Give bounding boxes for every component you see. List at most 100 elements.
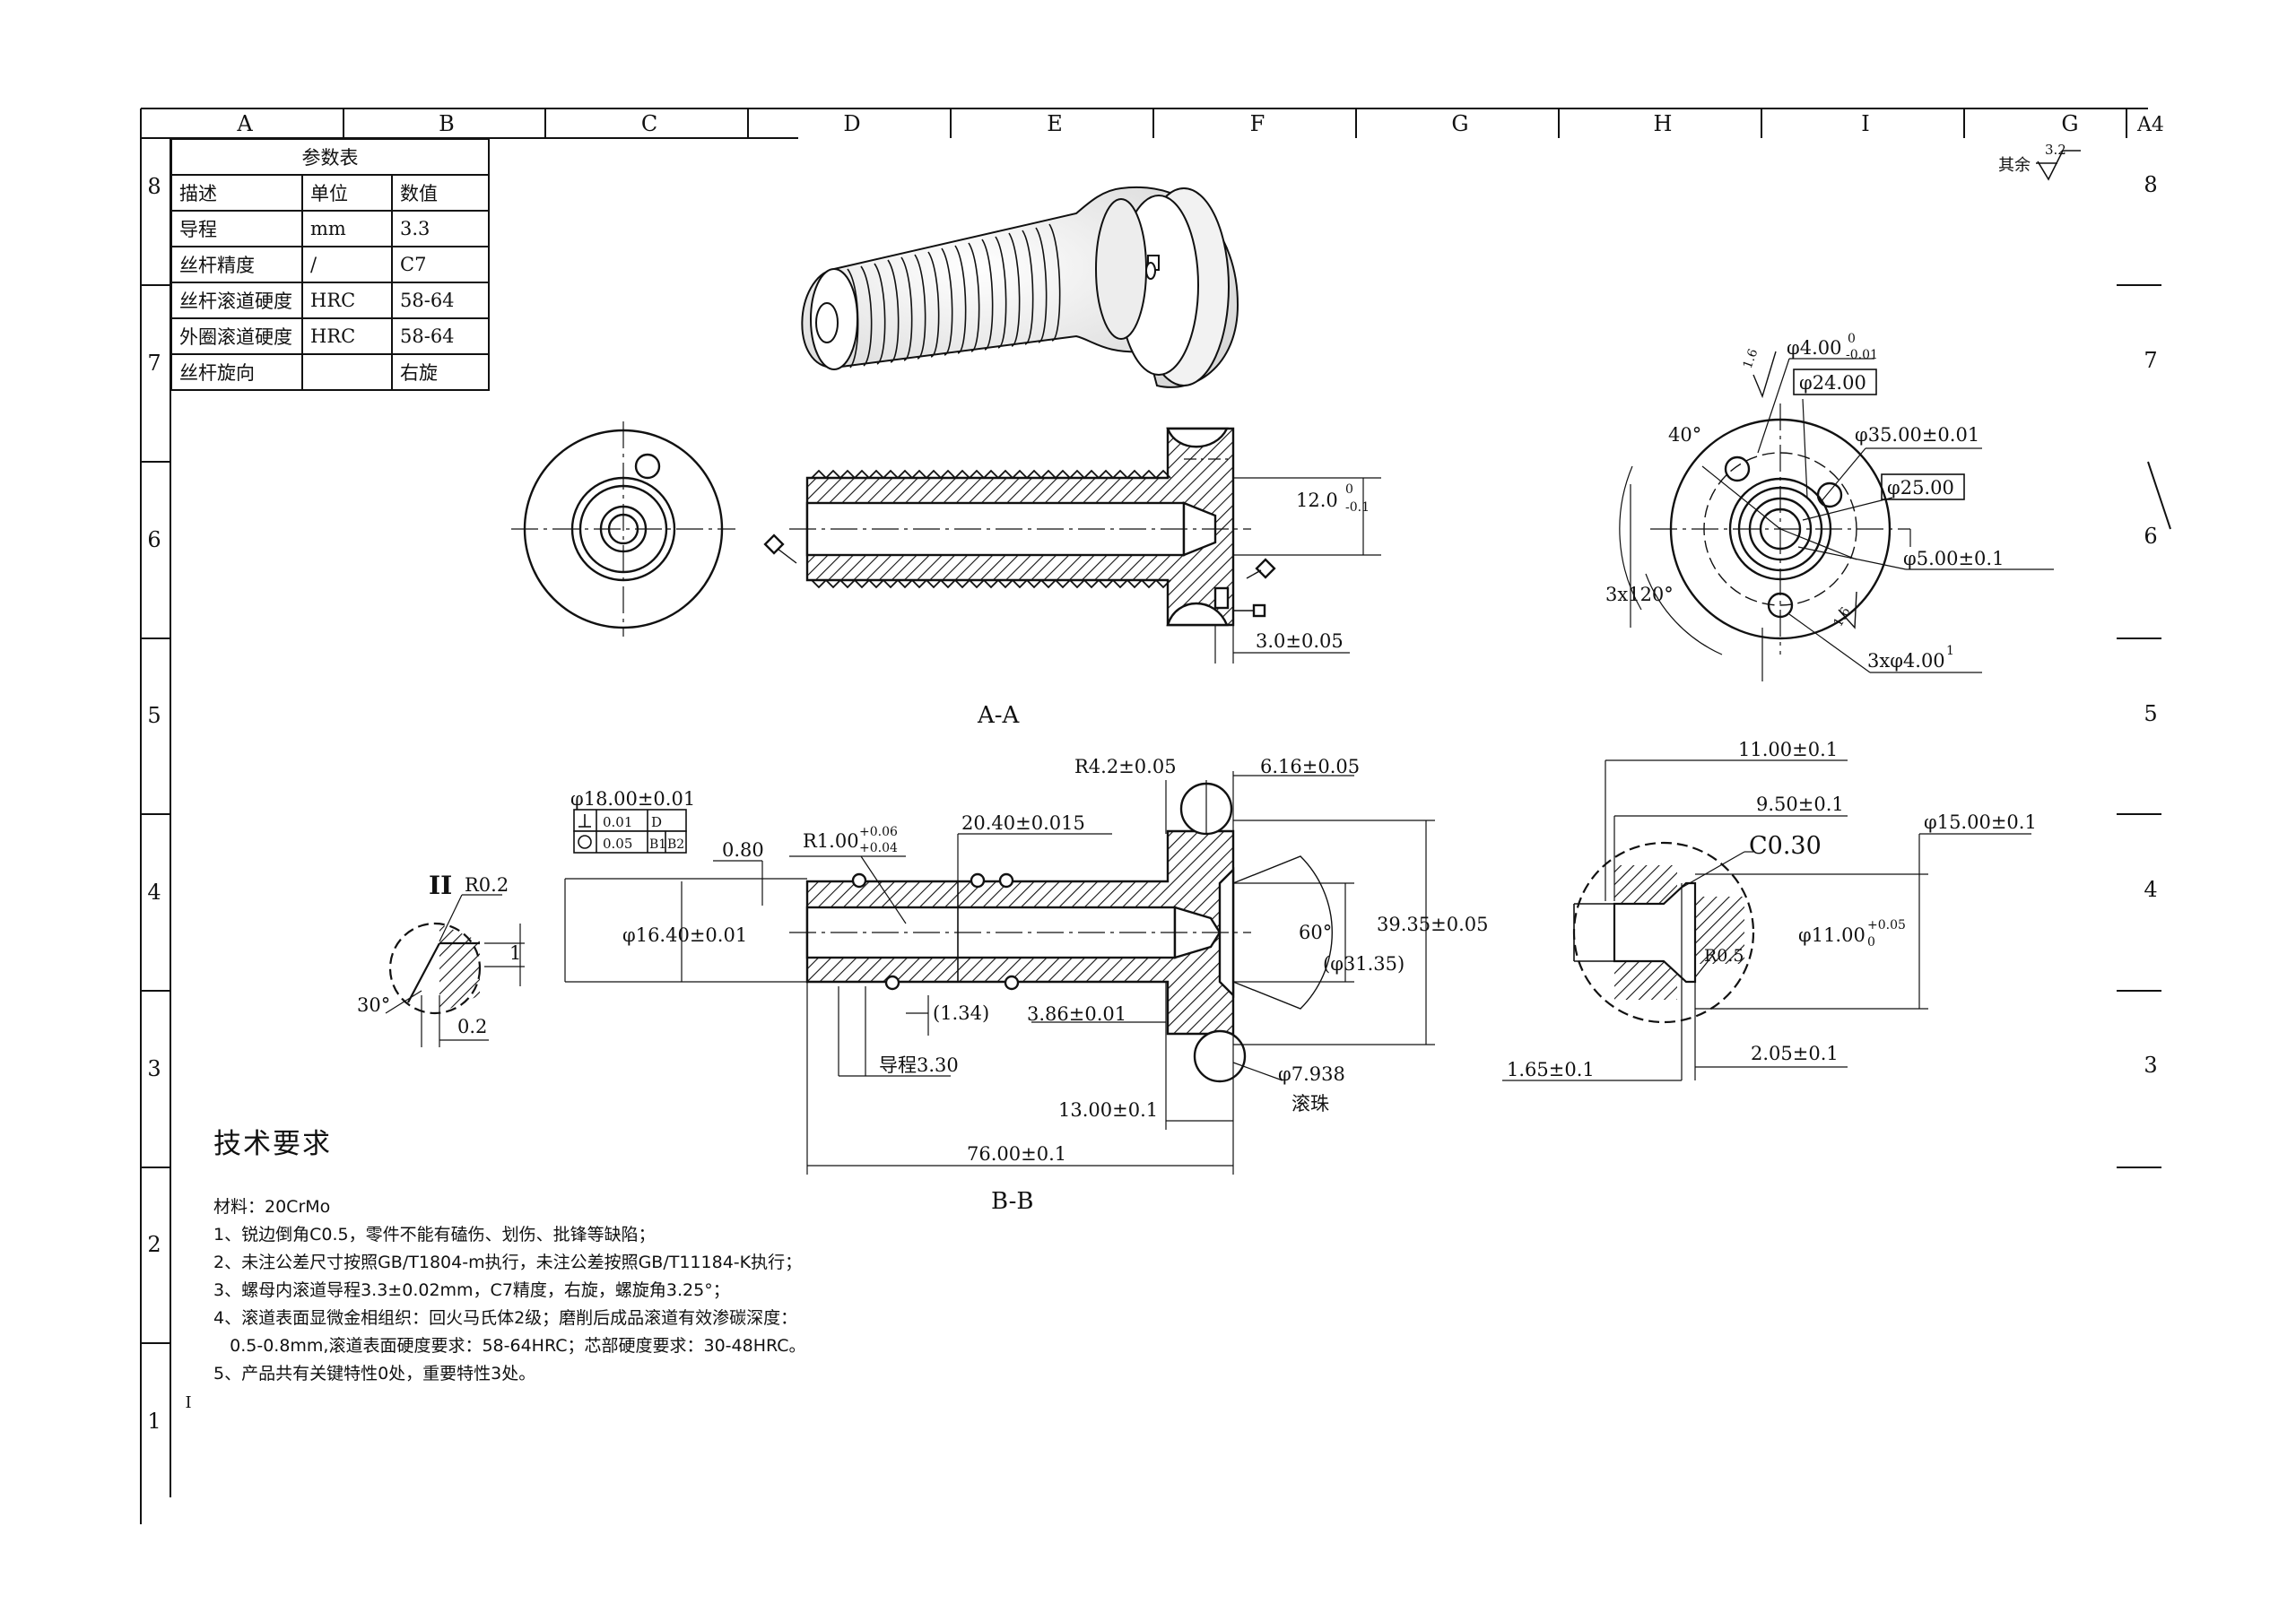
dim-side-phi35: φ35.00±0.01	[1855, 424, 1979, 446]
col-label: E	[1047, 111, 1063, 136]
view-label-aa: A-A	[977, 702, 1021, 729]
section-bb	[564, 771, 1435, 1175]
roughness-symbol: 其余 3.2	[1998, 142, 2081, 181]
row-label: 3	[147, 1056, 161, 1081]
dim-bb-3935: 39.35±0.05	[1377, 914, 1488, 935]
detail-label: II	[429, 871, 452, 900]
dim-aa-3: 3.0±0.05	[1256, 630, 1344, 652]
row-label: 5	[2144, 701, 2157, 726]
table-cell: 右旋	[391, 353, 490, 391]
dim-bb-386: 3.86±0.01	[1027, 1003, 1126, 1025]
dim-bb-2040: 20.40±0.015	[961, 812, 1085, 834]
dim-bb-phi18: φ18.00±0.01	[570, 788, 695, 810]
row-label: 7	[147, 351, 161, 376]
isometric-view	[801, 186, 1239, 388]
dim-bb-616: 6.16±0.05	[1260, 756, 1360, 777]
table-cell	[301, 353, 393, 391]
table-cell: 丝杆旋向	[170, 353, 303, 391]
table-cell: 58-64	[391, 317, 490, 355]
section-aa	[763, 427, 1381, 664]
dim-det-r02: R0.2	[465, 874, 509, 896]
tech-material: 材料：20CrMo	[213, 1197, 331, 1217]
column-header: 数值	[391, 174, 490, 212]
dim-side-phi5: φ5.00±0.1	[1903, 548, 2004, 569]
dim-bb-phi164: φ16.40±0.01	[622, 924, 747, 946]
table-caption-row: 参数表	[170, 138, 490, 176]
roughness-note: 其余	[1998, 156, 2031, 175]
title-frame	[140, 108, 2171, 1524]
dim-side-3xphi4: 3xφ4.00	[1867, 650, 1945, 672]
dim-bb-phi3135: (φ31.35)	[1323, 953, 1405, 975]
table-row: 外圈滚道硬度 HRC 58-64	[170, 317, 490, 355]
roughness-value: 3.2	[2045, 142, 2066, 158]
dim-rv-phi11-lower: 0	[1867, 935, 1875, 950]
col-label: I	[1861, 111, 1869, 136]
dim-rv-205: 2.05±0.1	[1751, 1043, 1839, 1064]
gdt-conc-ref2: B2	[667, 837, 684, 852]
row-label: 5	[147, 703, 161, 728]
row-label: 7	[2144, 348, 2157, 373]
dim-bb-lead: 导程3.30	[879, 1054, 959, 1076]
cursor-mark: I	[185, 1393, 191, 1412]
col-label: A	[236, 111, 253, 136]
col-label: H	[1654, 111, 1673, 136]
table-cell: mm	[301, 210, 393, 247]
dim-side-phi4-upper: 0	[1848, 332, 1856, 346]
row-label: 2	[147, 1232, 161, 1257]
row-label: 3	[2144, 1053, 2157, 1078]
gdt-perp-ref: D	[651, 814, 662, 830]
dim-bb-r42: R4.2±0.05	[1074, 756, 1177, 777]
table-cell: HRC	[301, 317, 393, 355]
dim-bb-r1: R1.00	[803, 830, 859, 852]
table-cell: 丝杆精度	[170, 246, 303, 283]
dim-bb-phi7938: φ7.938	[1278, 1063, 1345, 1085]
tech-item: 5、产品共有关键特性0处，重要特性3处。	[213, 1364, 536, 1383]
table-row: 丝杆精度 / C7	[170, 246, 490, 283]
dim-bb-134: (1.34)	[933, 1002, 989, 1024]
table-row: 导程 mm 3.3	[170, 210, 490, 247]
tech-title: 技术要求	[213, 1128, 332, 1160]
dim-side-phi4-lower: -0.01	[1846, 348, 1878, 362]
dim-aa-12: 12.0	[1296, 490, 1338, 511]
row-label: 4	[2144, 877, 2157, 902]
col-label: C	[641, 111, 657, 136]
tech-item: 3、螺母内滚道导程3.3±0.02mm，C7精度，右旋，螺旋角3.25°；	[213, 1280, 730, 1300]
detail-view	[385, 894, 525, 1047]
view-label-bb: B-B	[991, 1188, 1033, 1215]
table-cell: 丝杆滚道硬度	[170, 282, 303, 319]
row-label: 4	[147, 880, 161, 905]
dim-det-02: 0.2	[457, 1016, 487, 1037]
dim-rv-c030: C0.30	[1749, 832, 1822, 860]
dim-bb-1300: 13.00±0.1	[1058, 1099, 1158, 1121]
tech-item: 2、未注公差尺寸按照GB/T1804-m执行，未注公差按照GB/T11184-K…	[213, 1253, 803, 1272]
gdt-perp-value: 0.01	[603, 814, 632, 830]
dim-side-3x120: 3x120°	[1605, 584, 1674, 605]
dim-aa-12-tol: -0.1	[1345, 500, 1370, 515]
dim-det-1: 1	[509, 942, 521, 964]
dim-rv-950: 9.50±0.1	[1756, 794, 1844, 815]
row-label: 6	[2144, 524, 2157, 549]
right-detail-dims: 11.00±0.1 9.50±0.1 C0.30 φ15.00±0.1 φ11.…	[1507, 739, 2037, 1080]
dim-bb-60: 60°	[1299, 922, 1332, 943]
dim-bb-r1-lower: +0.04	[859, 841, 898, 855]
col-label: D	[843, 111, 860, 136]
frame-labels: A B C D E F G H I G A4 8 7 6 5 4 3 2 1 8…	[147, 111, 2164, 1434]
column-header: 单位	[301, 174, 393, 212]
col-label: G	[2061, 111, 2078, 136]
dim-aa-12-upper: 0	[1345, 482, 1353, 497]
dim-det-30: 30°	[357, 994, 390, 1016]
table-row: 丝杆旋向 右旋	[170, 353, 490, 391]
table-cell: 导程	[170, 210, 303, 247]
right-detail-view	[1502, 759, 2031, 1081]
dim-rv-165: 1.65±0.1	[1507, 1059, 1595, 1080]
gdt-conc-ref1: B1	[649, 837, 666, 852]
table-cell: 外圈滚道硬度	[170, 317, 303, 355]
col-label: F	[1250, 111, 1265, 136]
section-bb-dims: φ18.00±0.01 0.01 D 0.05 B1 B2 0.80 R1.00…	[570, 756, 1488, 1215]
table-cell: C7	[391, 246, 490, 283]
sheet-size: A4	[2136, 114, 2164, 136]
technical-requirements: 技术要求 材料：20CrMo 1、锐边倒角C0.5，零件不能有磕伤、划伤、批锋等…	[213, 1121, 806, 1388]
dim-bb-080: 0.80	[722, 839, 764, 861]
col-label: B	[439, 111, 455, 136]
